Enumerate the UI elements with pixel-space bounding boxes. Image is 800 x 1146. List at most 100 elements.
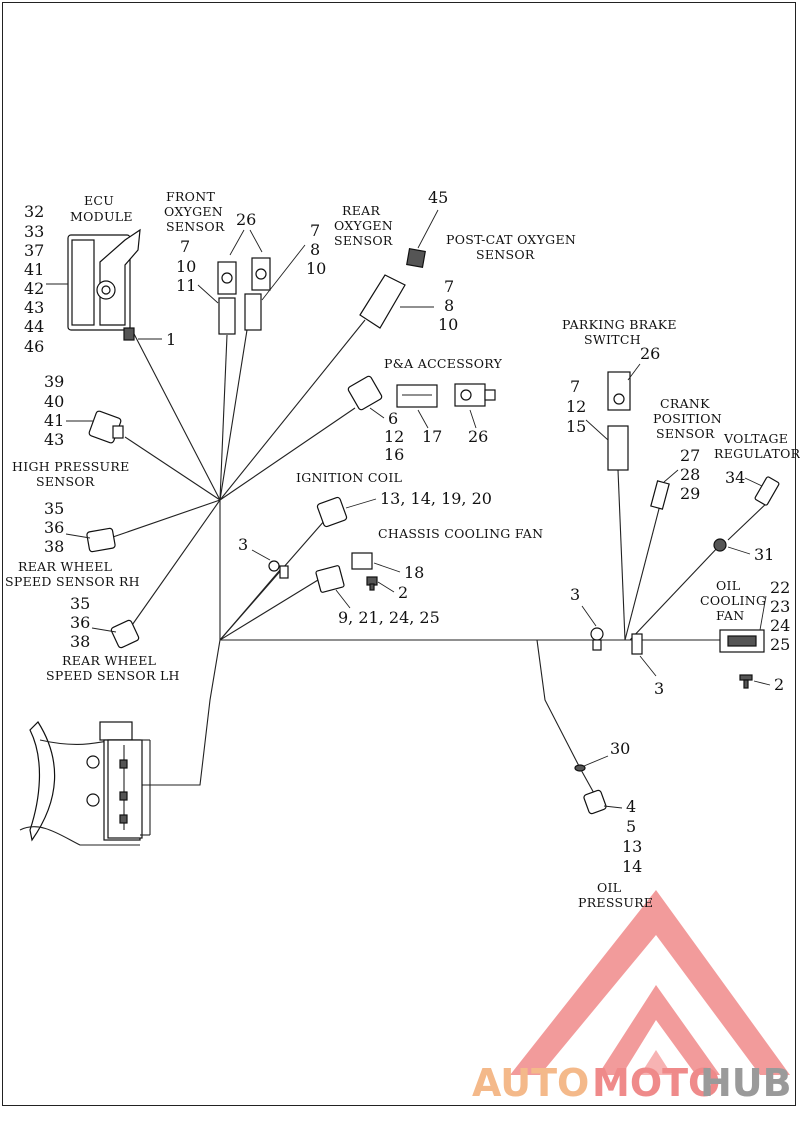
callout: 12 [566, 397, 586, 416]
ignition-coil-connector[interactable] [316, 496, 348, 528]
callout: 18 [404, 563, 424, 582]
ecu-module[interactable] [67, 228, 141, 341]
chassis-cooling-fan-parts[interactable] [315, 552, 378, 593]
rear-oxygen-line2: OXYGEN [334, 218, 393, 233]
callout: 33 [24, 222, 44, 241]
oil-fan-line1: OIL [716, 578, 740, 593]
front-oxygen-line2: OXYGEN [164, 204, 223, 219]
oil-cooling-fan-label: OIL COOLING FAN [700, 578, 766, 623]
callout: 44 [24, 317, 44, 336]
callout: 29 [680, 484, 700, 503]
ecu-label: ECU MODULE [70, 193, 133, 224]
callout: 15 [566, 417, 586, 436]
parking-brake-line2: SWITCH [584, 332, 641, 347]
oil-cooling-fan-connector[interactable] [719, 629, 765, 689]
high-pressure-sensor-connector[interactable] [88, 410, 124, 444]
callout: 4 [626, 797, 636, 816]
callout: 26 [640, 344, 660, 363]
callout: 36 [44, 518, 64, 537]
rear-wheel-speed-rh-callouts: 35 36 38 [44, 499, 91, 556]
chassis-fan-title: CHASSIS COOLING FAN [378, 526, 543, 541]
callout: 12 [384, 427, 404, 446]
callout: 36 [70, 613, 90, 632]
callout: 27 [680, 446, 700, 465]
high-pressure-label: HIGH PRESSURE SENSOR [12, 459, 129, 489]
vreg-line1: VOLTAGE [723, 431, 788, 446]
callout: 32 [24, 202, 44, 221]
clip-callouts: 3 3 3 [238, 535, 664, 698]
crank-position-callouts: 27 28 29 [663, 446, 700, 503]
high-pressure-line2: SENSOR [36, 474, 95, 489]
callout: 1 [166, 330, 176, 349]
callout: 42 [24, 279, 44, 298]
front-oxygen-callouts: 26 7 10 11 7 8 10 [176, 210, 326, 304]
callout: 7 [570, 377, 580, 396]
callout: 35 [70, 594, 90, 613]
front-oxygen-line1: FRONT [166, 189, 215, 204]
rear-oxygen-callouts: 45 7 8 10 [400, 188, 458, 334]
parking-brake-callouts: 26 7 12 15 [566, 344, 660, 441]
oil-pressure-label: OIL PRESSURE [578, 880, 653, 910]
oil-pressure-callouts: 30 4 5 13 14 [583, 739, 642, 876]
post-cat-line2: SENSOR [476, 247, 535, 262]
rear-oxygen-line3: SENSOR [334, 233, 393, 248]
callout: 43 [24, 298, 44, 317]
callout: 3 [238, 535, 248, 554]
callout: 16 [384, 445, 404, 464]
vreg-line2: REGULATOR [714, 446, 800, 461]
parking-brake-line1: PARKING BRAKE [562, 317, 677, 332]
callout: 13, 14, 19, 20 [380, 489, 492, 508]
callout: 2 [398, 583, 408, 602]
front-oxygen-sensor-connectors[interactable] [217, 257, 271, 335]
ecu-label-line2: MODULE [70, 209, 133, 224]
callout: 10 [438, 315, 458, 334]
oil-pressure-line2: PRESSURE [578, 895, 653, 910]
callout: 28 [680, 465, 700, 484]
voltage-regulator-connector[interactable] [713, 476, 780, 552]
high-pressure-callouts: 39 40 41 43 [44, 372, 94, 449]
callout: 45 [428, 188, 448, 207]
ignition-coil-label: IGNITION COIL [296, 470, 402, 485]
callout: 26 [236, 210, 256, 229]
pa-accessory-parts[interactable] [347, 375, 496, 411]
callout: 17 [422, 427, 442, 446]
crank-line1: CRANK [660, 396, 710, 411]
rh-line1: REAR WHEEL [18, 559, 112, 574]
rear-oxygen-line1: REAR [342, 203, 380, 218]
callout: 10 [306, 259, 326, 278]
callout: 35 [44, 499, 64, 518]
callout: 25 [770, 635, 790, 654]
callout: 7 [444, 277, 454, 296]
rear-wheel-speed-rh-connector[interactable] [86, 527, 116, 553]
harness-wires [109, 319, 771, 796]
callout: 38 [44, 537, 64, 556]
callout: 6 [388, 409, 398, 428]
ignition-coil-callouts: 13, 14, 19, 20 [345, 489, 492, 509]
callout: 2 [774, 675, 784, 694]
post-cat-oxygen-label: POST-CAT OXYGEN SENSOR [446, 232, 576, 262]
parking-brake-switch-parts[interactable] [607, 371, 631, 471]
voltage-regulator-label: VOLTAGE REGULATOR [714, 431, 800, 461]
watermark-hub: HUB [700, 1061, 792, 1105]
rear-wheel-speed-rh-label: REAR WHEEL SPEED SENSOR RH [5, 559, 140, 589]
rear-oxygen-sensor-connector[interactable] [359, 248, 426, 329]
oil-fan-line3: FAN [716, 608, 744, 623]
callout: 3 [654, 679, 664, 698]
watermark-moto: MOTO [592, 1061, 720, 1105]
callout: 7 [180, 237, 190, 256]
callout: 3 [570, 585, 580, 604]
callout: 11 [176, 276, 196, 295]
drawing-border [2, 2, 796, 1106]
chassis-cooling-fan-label: CHASSIS COOLING FAN [378, 526, 543, 541]
callout: 39 [44, 372, 64, 391]
callout: 8 [444, 296, 454, 315]
callout: 41 [44, 411, 64, 430]
oil-pressure-sensor[interactable] [574, 764, 607, 815]
callout: 9, 21, 24, 25 [338, 608, 440, 627]
harness-clips[interactable] [268, 560, 643, 655]
callout: 13 [622, 837, 642, 856]
rear-wheel-speed-lh-connector[interactable] [110, 619, 140, 649]
crank-position-sensor-connector[interactable] [650, 480, 670, 510]
